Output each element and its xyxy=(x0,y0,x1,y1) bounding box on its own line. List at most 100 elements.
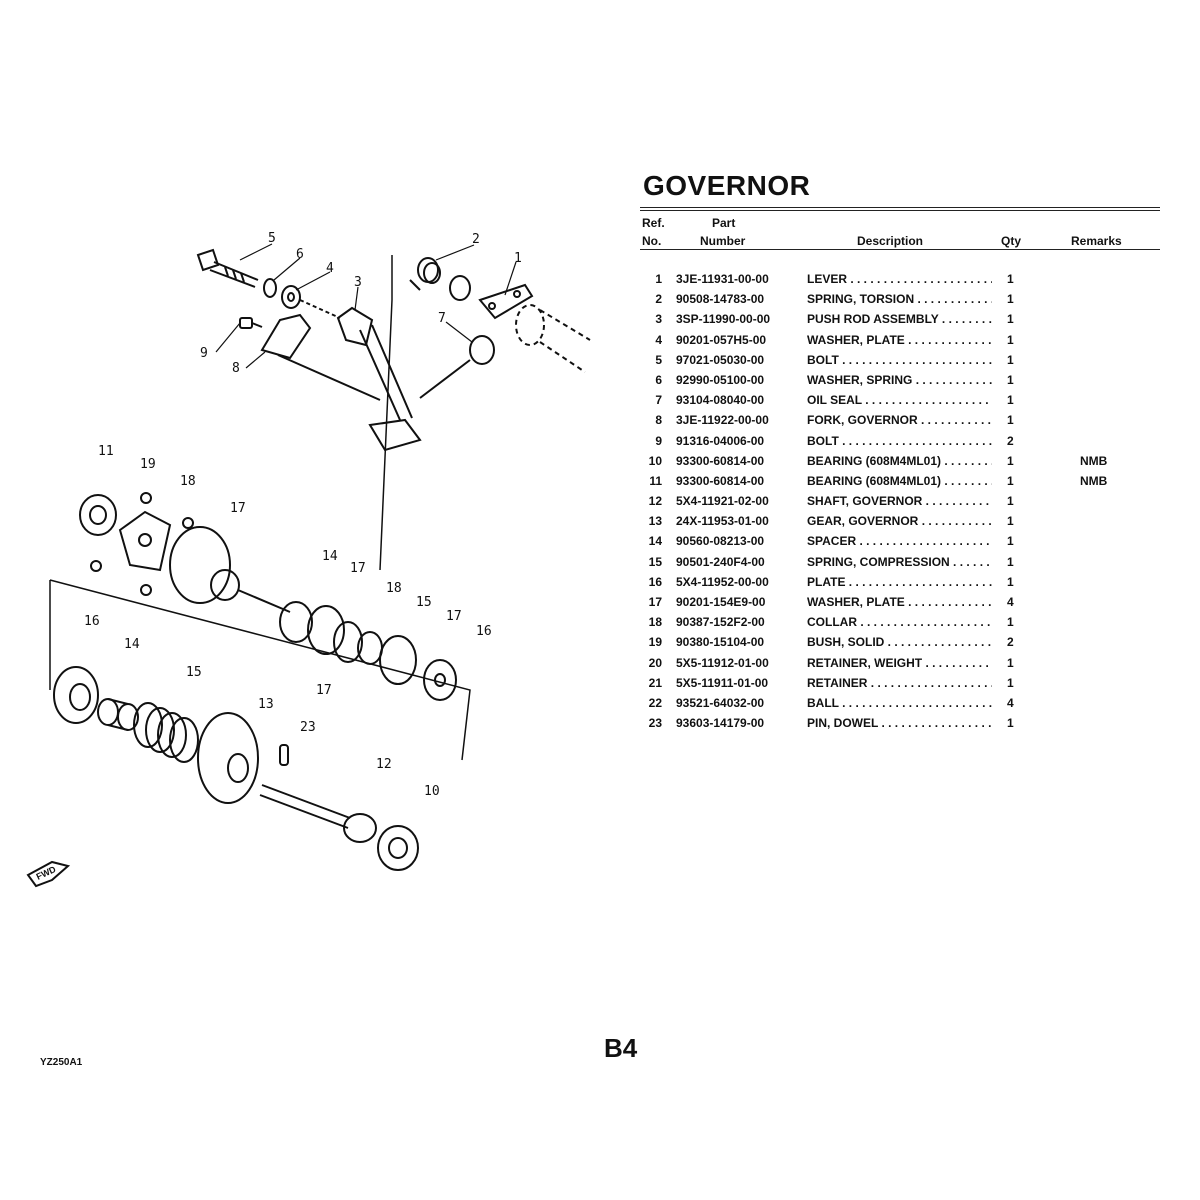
part-description: SPRING, COMPRESSION xyxy=(807,555,992,569)
ref-number: 4 xyxy=(655,332,662,347)
compression-spring-part-15 xyxy=(133,702,199,763)
ref-number: 22 xyxy=(648,695,662,710)
part-description: BALL xyxy=(807,696,992,710)
part-description: RETAINER xyxy=(807,676,992,690)
part-qty: 1 xyxy=(1007,574,1014,589)
part-number: 3JE-11931-00-00 xyxy=(676,272,769,286)
ref-number: 19 xyxy=(648,635,662,650)
bearing-part-11 xyxy=(79,494,117,536)
ref-number: 14 xyxy=(648,534,662,549)
part-qty: 1 xyxy=(1007,514,1014,529)
svg-text:9: 9 xyxy=(200,346,208,361)
page-number: B4 xyxy=(604,1033,638,1063)
part-number: 90201-057H5-00 xyxy=(676,332,767,347)
ref-number: 3 xyxy=(655,312,662,327)
ref-number: 20 xyxy=(648,655,662,670)
part-number: 91316-04006-00 xyxy=(676,433,765,448)
part-description: BOLT xyxy=(807,353,992,367)
svg-text:5: 5 xyxy=(268,231,276,246)
push-rod-part-3 xyxy=(336,306,422,452)
svg-text:17: 17 xyxy=(350,561,366,576)
part-qty: 1 xyxy=(1007,393,1014,408)
part-description: SPRING, TORSION xyxy=(807,292,992,306)
part-description: PIN, DOWEL xyxy=(807,716,992,730)
ball-part-22 xyxy=(140,492,152,504)
part-qty: 1 xyxy=(1007,615,1014,630)
part-number: 24X-11953-01-00 xyxy=(676,514,769,529)
part-qty: 1 xyxy=(1007,272,1014,286)
plate-part-16 xyxy=(53,666,99,724)
svg-text:4: 4 xyxy=(326,261,334,276)
part-qty: 1 xyxy=(1007,312,1014,327)
part-qty: 1 xyxy=(1007,332,1014,347)
fork-part-8 xyxy=(260,313,381,401)
title-rule-top xyxy=(640,207,1160,208)
part-number: 93104-08040-00 xyxy=(676,393,765,408)
part-number: 90387-152F2-00 xyxy=(676,615,765,630)
part-number: 5X4-11952-00-00 xyxy=(676,574,769,589)
washer-part-4 xyxy=(281,285,301,309)
header-rule xyxy=(640,249,1160,250)
svg-text:14: 14 xyxy=(124,637,140,652)
spacer-part-14 xyxy=(97,698,139,731)
part-description: WASHER, PLATE xyxy=(807,595,992,609)
header-qty: Qty xyxy=(1001,234,1022,248)
svg-text:12: 12 xyxy=(376,757,392,772)
part-qty: 1 xyxy=(1007,655,1014,670)
svg-text:6: 6 xyxy=(296,247,304,262)
svg-text:8: 8 xyxy=(232,361,240,376)
spring-part-2 xyxy=(409,257,441,291)
part-number: 90501-240F4-00 xyxy=(676,554,765,569)
ref-number: 15 xyxy=(648,554,662,569)
part-description: BEARING (608M4ML01) xyxy=(807,474,992,488)
part-qty: 1 xyxy=(1007,675,1014,690)
part-qty: 1 xyxy=(1007,453,1014,468)
svg-text:15: 15 xyxy=(186,665,202,680)
svg-text:3: 3 xyxy=(354,275,362,290)
part-qty: 1 xyxy=(1007,413,1014,428)
part-description: WASHER, SPRING xyxy=(807,373,992,387)
part-number: 93521-64032-00 xyxy=(676,695,765,710)
ref-number: 9 xyxy=(655,433,662,448)
bolt-part-9 xyxy=(239,317,263,329)
header-remarks: Remarks xyxy=(1071,234,1122,248)
part-qty: 1 xyxy=(1007,473,1014,488)
ref-number: 7 xyxy=(655,393,662,408)
svg-text:2: 2 xyxy=(472,232,480,247)
part-number: 5X5-11912-01-00 xyxy=(676,655,769,670)
table-row: 22 93521-64032-00 BALL 4 xyxy=(640,692,1160,712)
model-code: YZ250A1 xyxy=(40,1057,83,1068)
part-qty: 2 xyxy=(1007,635,1014,650)
part-description: GEAR, GOVERNOR xyxy=(807,514,992,528)
svg-text:17: 17 xyxy=(446,609,462,624)
part-number: 93603-14179-00 xyxy=(676,716,765,731)
svg-text:15: 15 xyxy=(416,595,432,610)
svg-text:17: 17 xyxy=(230,501,246,516)
part-qty: 4 xyxy=(1007,695,1014,710)
ref-number: 5 xyxy=(655,352,662,367)
svg-text:18: 18 xyxy=(180,474,196,489)
washer-part-6 xyxy=(263,278,277,298)
part-qty: 1 xyxy=(1007,554,1014,569)
svg-text:10: 10 xyxy=(424,784,440,799)
table-row: 15 90501-240F4-00 SPRING, COMPRESSION 1 xyxy=(640,551,1160,571)
part-description: RETAINER, WEIGHT xyxy=(807,656,992,670)
part-description: PUSH ROD ASSEMBLY xyxy=(807,312,992,326)
ref-number: 2 xyxy=(655,292,662,307)
svg-text:13: 13 xyxy=(258,697,274,712)
part-description: BEARING (608M4ML01) xyxy=(807,454,992,468)
svg-text:16: 16 xyxy=(84,614,100,629)
svg-text:1: 1 xyxy=(514,251,522,266)
governor-gear-part-13 xyxy=(197,712,259,804)
